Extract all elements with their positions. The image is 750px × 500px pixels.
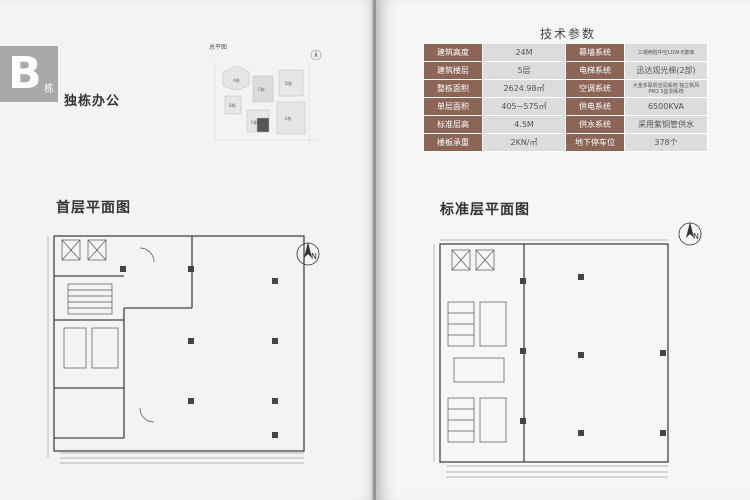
spec-table: 建筑高度 24M 幕墙系统 三银两腔中空LOW-E玻璃 建筑楼层 5层 电梯系统… [424,44,708,152]
north-arrow-icon: N [296,242,320,266]
building-title: 独栋办公 [64,94,121,109]
spec-value: 4.5M [482,115,566,134]
spec-row: 单层面积 405~575㎡ 供电系统 6500KVA [424,97,708,116]
site-bldg-label: D栋 [285,80,292,86]
spec-row: 整栋面积 2624.98㎡ 空调系统 大金多联机空调系统 独立新风PM2.5监测… [424,79,708,98]
spec-value: 378个 [624,133,708,152]
spec-value: 2KN/㎡ [482,133,566,152]
site-bldg-label: E栋 [285,115,292,121]
spec-title: 技术参数 [540,27,597,41]
spec-value: 大金多联机空调系统 独立新风PM2.5监测系统 [624,79,708,98]
spec-value: 迅达观光梯(2部) [624,61,708,80]
spec-value: 2624.98㎡ [482,79,566,98]
spec-value: 24M [482,44,566,62]
site-bldg-label: A栋 [233,77,240,83]
spec-value: 6500KVA [624,97,708,116]
spec-row: 楼板承重 2KN/㎡ 地下停车位 378个 [424,133,708,152]
standard-floor-title: 标准层平面图 [440,202,530,218]
left-page: B 栋 独栋办公 总平图 A栋 B栋 C栋 D栋 E栋 F栋 [0,0,374,500]
building-letter: B [8,48,42,99]
north-arrow-icon [310,49,322,61]
site-map-label: 总平图 [209,43,227,51]
site-bldg-label: B栋 [229,102,236,108]
site-map: 总平图 A栋 B栋 C栋 D栋 E栋 F栋 [209,43,322,144]
spec-key: 建筑楼层 [424,61,483,80]
spec-key: 标准层高 [424,115,483,134]
spec-value: 三银两腔中空LOW-E玻璃 [624,44,708,62]
spec-key: 地下停车位 [565,133,625,152]
standard-floor-plan: N [433,222,702,478]
spec-value: 采用紫铜管供水 [624,115,708,134]
spec-key: 楼板承重 [424,133,483,152]
spec-key: 空调系统 [565,79,625,98]
ground-floor-plan: N [47,235,320,464]
spec-key: 建筑高度 [424,44,483,62]
spec-key: 供水系统 [565,115,625,134]
spec-key: 供电系统 [565,97,625,116]
spec-row: 建筑高度 24M 幕墙系统 三银两腔中空LOW-E玻璃 [424,44,708,62]
spec-value: 405~575㎡ [482,97,566,116]
spec-key: 电梯系统 [565,61,625,80]
ground-floor-title: 首层平面图 [56,200,131,216]
spec-row: 建筑楼层 5层 电梯系统 迅达观光梯(2部) [424,61,708,80]
spec-key: 整栋面积 [424,79,483,98]
building-suffix: 栋 [44,84,54,95]
north-arrow-icon: N [678,222,702,246]
book-spine [372,0,378,500]
spec-row: 标准层高 4.5M 供水系统 采用紫铜管供水 [424,115,708,134]
spec-value: 5层 [482,61,566,80]
building-badge: B 栋 [0,46,58,102]
spec-key: 单层面积 [424,97,483,116]
north-label: N [311,252,317,261]
spec-key: 幕墙系统 [565,44,625,62]
site-bldg-label: F栋 [251,119,257,125]
north-label: N [693,232,699,241]
site-bldg-label: C栋 [258,86,265,92]
